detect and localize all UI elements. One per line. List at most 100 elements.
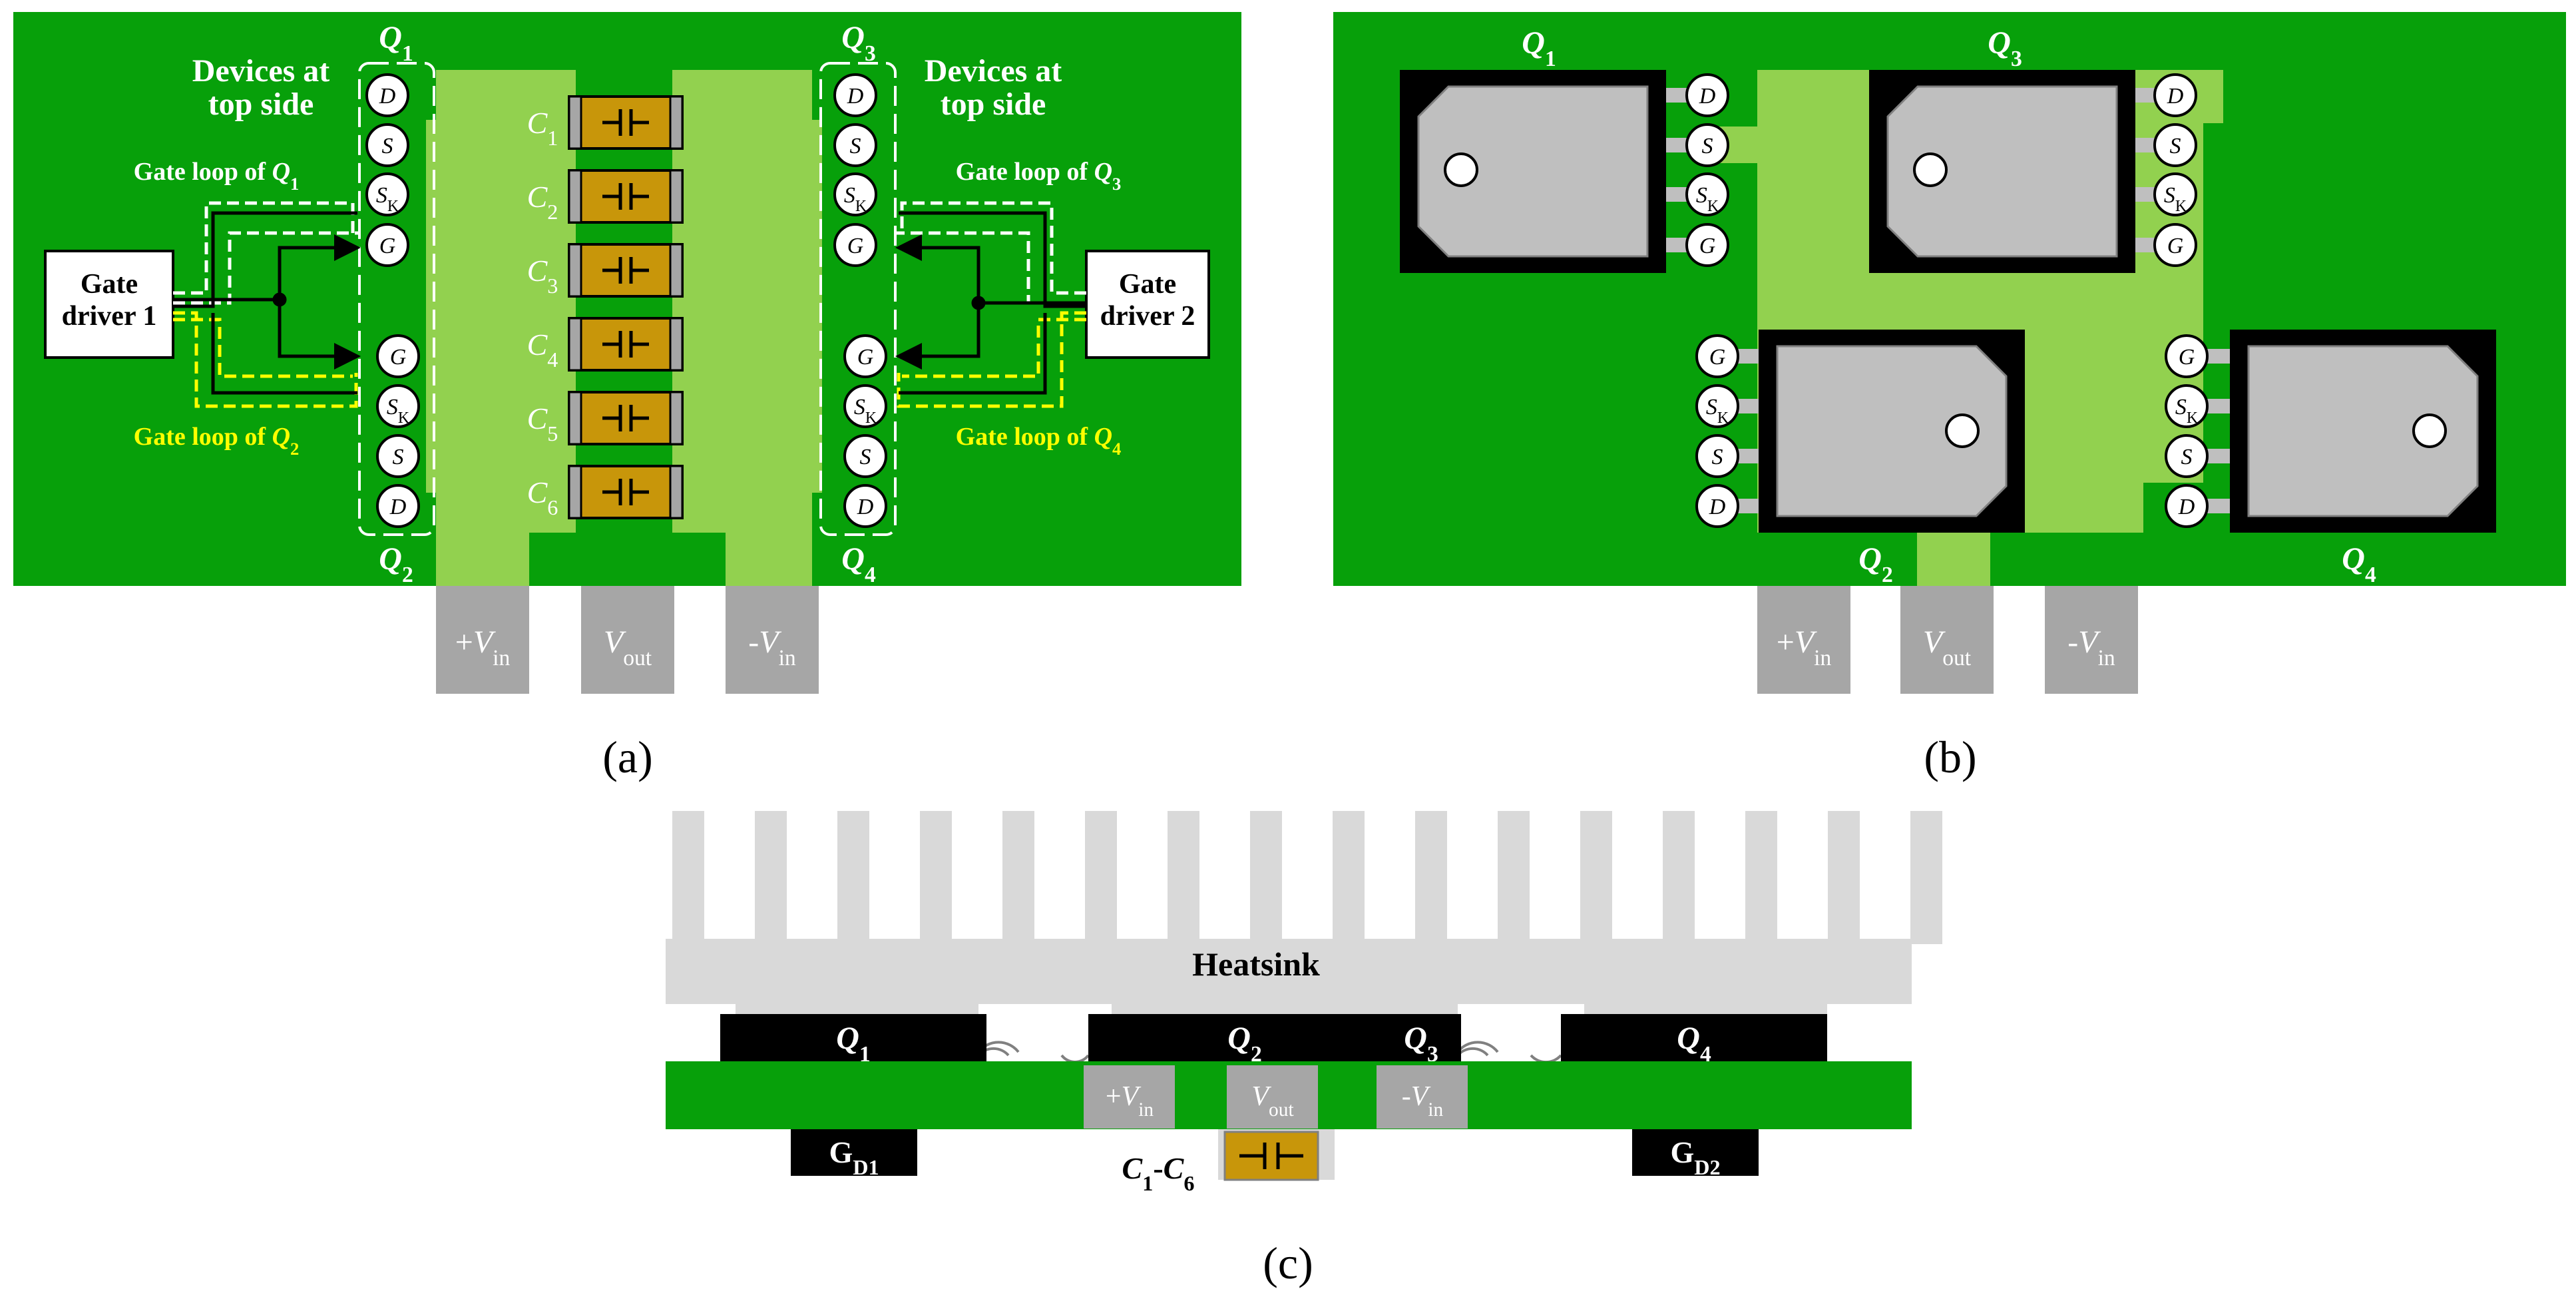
heatsink-fin bbox=[1828, 811, 1860, 944]
trace-notch-a2 bbox=[669, 533, 726, 586]
svg-text:D: D bbox=[2178, 495, 2195, 519]
pin-b-q2-G: G bbox=[1695, 334, 1739, 378]
q4-module-c bbox=[1561, 1014, 1827, 1062]
svg-text:D: D bbox=[857, 495, 874, 519]
svg-text:G: G bbox=[379, 234, 396, 258]
terminal-a-0: +Vin bbox=[436, 586, 529, 694]
capacitor-symbol-c bbox=[1239, 1143, 1303, 1169]
gd1-label: GD1 bbox=[829, 1135, 879, 1179]
gd1-module bbox=[791, 1129, 917, 1176]
heatsink-fin bbox=[1580, 811, 1612, 944]
svg-text:G: G bbox=[1709, 345, 1726, 370]
svg-text:S: S bbox=[2181, 445, 2193, 469]
gate-loop-q3-label: Gate loop of Q3 bbox=[956, 158, 1122, 194]
heatsink-fin bbox=[1745, 811, 1777, 944]
heatsink-fin bbox=[672, 811, 704, 944]
svg-text:S: S bbox=[1702, 134, 1713, 158]
terminal-plus-vin-c bbox=[1084, 1065, 1175, 1129]
svg-text:S: S bbox=[2170, 134, 2181, 158]
svg-text:S: S bbox=[393, 445, 404, 469]
package-q4 bbox=[2230, 330, 2496, 533]
svg-text:SK: SK bbox=[2175, 395, 2198, 427]
svg-text:SK: SK bbox=[854, 395, 877, 427]
pin-b-q2-S: S bbox=[1695, 434, 1739, 478]
panel-c: Heatsink Q1 Q2 Q3 Q4 +Vin Vou bbox=[666, 811, 1942, 1288]
heatsink-fin bbox=[1415, 811, 1447, 944]
heatsink-fin bbox=[1663, 811, 1695, 944]
heatsink-fin bbox=[1333, 811, 1365, 944]
svg-text:D: D bbox=[1709, 495, 1726, 519]
pin-q2-S: S bbox=[376, 434, 420, 478]
terminal-a-label-0: +Vin bbox=[455, 625, 511, 670]
svg-text:S: S bbox=[850, 134, 861, 158]
terminal-minus-vin-c-label: -Vin bbox=[1402, 1081, 1444, 1121]
terminal-a-label-2: -Vin bbox=[748, 625, 796, 670]
capacitor-label-4: C4 bbox=[527, 328, 558, 372]
terminal-b-0: +Vin bbox=[1757, 586, 1850, 694]
capacitor-label-3: C3 bbox=[527, 254, 558, 298]
pin-q4-D: D bbox=[843, 484, 887, 528]
terminal-b-2: -Vin bbox=[2045, 586, 2138, 694]
gate-driver-2-label-l2: driver 2 bbox=[1100, 301, 1195, 332]
q3-module-c bbox=[1345, 1014, 1461, 1062]
gate-driver-2-box bbox=[1085, 250, 1210, 359]
capacitor-4: C4 bbox=[527, 317, 684, 372]
gate-driver-1-label-l1: Gate bbox=[81, 269, 138, 300]
svg-text:D: D bbox=[379, 84, 396, 109]
pin-b-q4-S: S bbox=[2165, 434, 2209, 478]
pin-b-q3-SK: SK bbox=[2153, 172, 2197, 216]
svg-text:D: D bbox=[2167, 84, 2184, 109]
gate-driver-2-label-l1: Gate bbox=[1119, 269, 1176, 300]
heatsink-fin bbox=[1910, 811, 1942, 944]
pin-b-q3-D: D bbox=[2153, 73, 2197, 117]
heatsink-fin bbox=[755, 811, 787, 944]
devices-top-left-l1: Devices at bbox=[192, 53, 330, 89]
q1-label-c: Q1 bbox=[836, 1021, 870, 1067]
terminal-a-2: -Vin bbox=[726, 586, 819, 694]
trace-notch-a1 bbox=[529, 533, 579, 586]
gate-signal-wires-left bbox=[173, 211, 361, 395]
devices-top-right-l2: top side bbox=[941, 87, 1046, 122]
pin-q3-G: G bbox=[833, 223, 877, 267]
heatsink-fin bbox=[1085, 811, 1117, 944]
gate-loop-q1-label: Gate loop of Q1 bbox=[134, 158, 300, 194]
caption-c: (c) bbox=[1263, 1238, 1313, 1288]
terminal-b-1: Vout bbox=[1900, 586, 1994, 694]
terminals-b: +Vin Vout -Vin bbox=[1757, 586, 2138, 694]
package-q2 bbox=[1759, 330, 2025, 533]
pin-q3-D: D bbox=[833, 73, 877, 117]
q3-label-b: Q3 bbox=[1988, 25, 2022, 71]
svg-text:S: S bbox=[382, 134, 393, 158]
pin-b-q1-S: S bbox=[1685, 123, 1729, 167]
capacitor-label-1: C1 bbox=[527, 106, 558, 150]
q4-label-b: Q4 bbox=[2342, 541, 2376, 587]
pin-q1-D: D bbox=[365, 73, 409, 117]
svg-text:G: G bbox=[847, 234, 864, 258]
q2-label-b: Q2 bbox=[1858, 541, 1892, 587]
terminal-a-label-1: Vout bbox=[604, 625, 652, 670]
pin-b-q2-D: D bbox=[1695, 484, 1739, 528]
packages-b bbox=[1400, 70, 2496, 533]
svg-text:D: D bbox=[1699, 84, 1716, 109]
svg-text:G: G bbox=[390, 345, 407, 370]
svg-text:G: G bbox=[857, 345, 874, 370]
devices-top-right-l1: Devices at bbox=[925, 53, 1062, 89]
pin-q4-G: G bbox=[843, 334, 887, 378]
pin-q3-S: S bbox=[833, 123, 877, 167]
module-shadows bbox=[736, 1004, 1827, 1016]
q2-module-c bbox=[1088, 1014, 1345, 1062]
package-q3 bbox=[1869, 70, 2135, 273]
pin-q4-S: S bbox=[843, 434, 887, 478]
svg-text:G: G bbox=[2167, 234, 2184, 258]
capacitor-2: C2 bbox=[527, 169, 684, 224]
capacitor-3: C3 bbox=[527, 243, 684, 298]
pin-q2-G: G bbox=[376, 334, 420, 378]
capacitor-5: C5 bbox=[527, 391, 684, 445]
heatsink-fin bbox=[837, 811, 869, 944]
device-outline-right bbox=[819, 62, 897, 536]
caption-b: (b) bbox=[1924, 732, 1976, 782]
terminal-a-1: Vout bbox=[581, 586, 674, 694]
